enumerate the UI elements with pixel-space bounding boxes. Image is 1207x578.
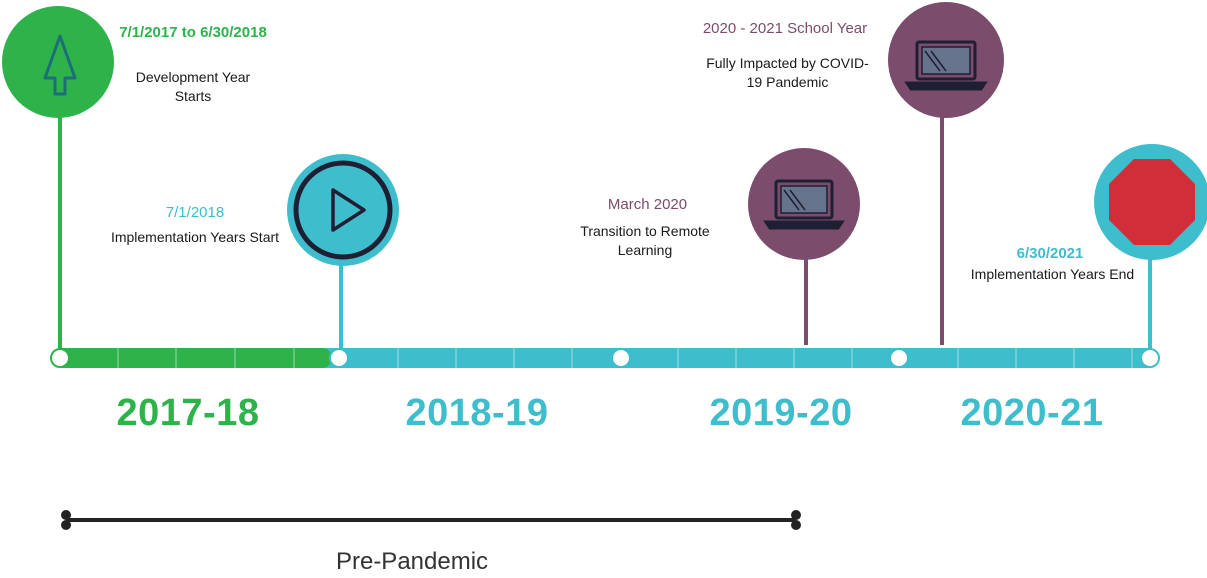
event-date-remote: March 2020 [607,196,688,213]
tree-icon [43,34,77,96]
year-label-2017-18: 2017-18 [116,392,260,434]
laptop-icon [763,179,845,230]
laptop-icon [904,40,988,91]
year-label-2018-19: 2018-19 [405,392,549,434]
event-date-impl-start: 7/1/2018 [165,204,225,221]
event-desc-dev-start: Development Year Starts [135,69,251,104]
marker-dev-start [2,6,114,118]
year-label-2019-20: 2019-20 [709,392,853,434]
event-desc-remote: Transition to Remote Learning [580,223,710,258]
event-date-impl-end: 6/30/2021 [1016,245,1084,262]
timeline-node [50,348,70,368]
event-desc-impl-start: Implementation Years Start [110,229,280,245]
pre-pandemic-label: Pre-Pandemic [335,548,489,575]
timeline-node [611,348,631,368]
stop-sign-icon [1109,159,1195,245]
marker-impl-start [287,154,399,266]
marker-remote [748,148,860,260]
event-date-dev-start: 7/1/2017 to 6/30/2018 [119,24,267,41]
timeline-bar [50,348,1160,368]
timeline-node [889,348,909,368]
event-date-covid-year: 2020 - 2021 School Year [702,20,868,37]
marker-covid-year [888,2,1004,118]
event-desc-impl-end: Implementation Years End [970,266,1135,282]
play-icon [331,188,366,232]
timeline-node [1140,348,1160,368]
year-label-2020-21: 2020-21 [960,392,1104,434]
timeline-node [329,348,349,368]
pre-pandemic-span [61,510,801,530]
marker-impl-end [1094,144,1207,260]
event-desc-covid-year: Fully Impacted by COVID-19 Pandemic [705,54,870,92]
